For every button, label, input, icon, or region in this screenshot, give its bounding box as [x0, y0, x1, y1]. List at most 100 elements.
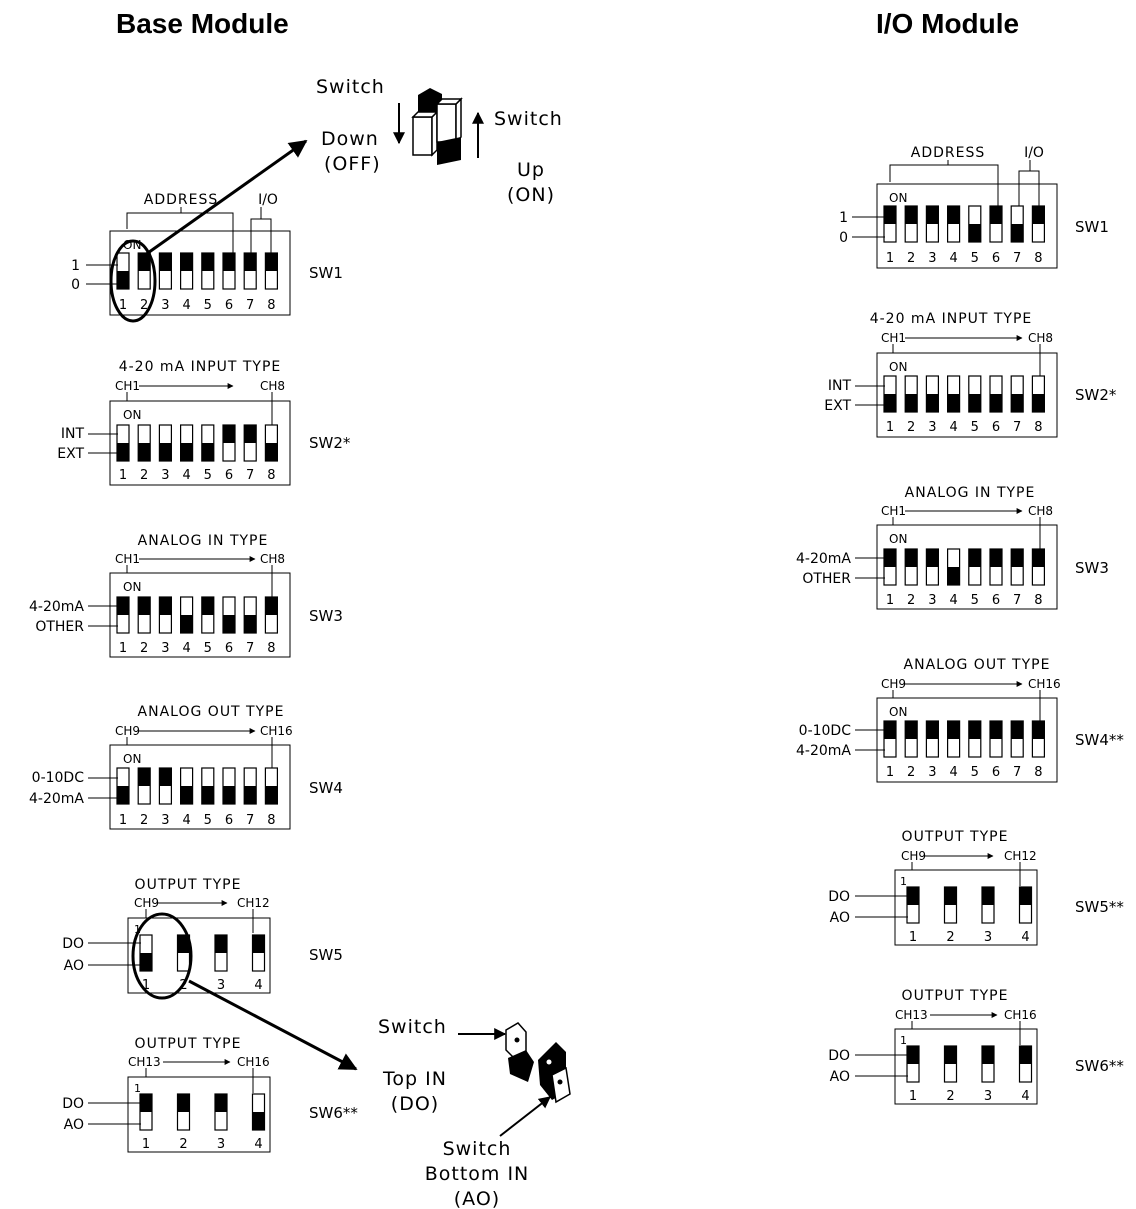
dip-switch-3-actuator	[926, 394, 939, 412]
position-number: 7	[1013, 765, 1021, 780]
position-number: 1	[119, 468, 127, 483]
dip-switch-2-actuator	[177, 935, 190, 953]
slide-switch-top-illustration	[505, 1022, 534, 1082]
ch12-label: CH12	[237, 896, 270, 910]
ch8-label: CH8	[1028, 331, 1053, 345]
position-number: 4	[949, 593, 957, 608]
dip-switch-2-actuator	[905, 394, 918, 412]
dip-switch-2-actuator	[138, 443, 151, 461]
dip-switch-3-actuator	[159, 253, 172, 271]
dip-switch-7-actuator	[244, 253, 257, 271]
dip-switch-5-actuator	[201, 253, 214, 271]
position-number: 8	[267, 813, 275, 828]
position-number: 3	[161, 298, 169, 313]
dip-housing	[876, 524, 1058, 610]
slide-detail: Switch Top IN (DO) Switch Bottom IN (AO)	[378, 1016, 571, 1209]
side-label-4-20ma: 4-20mA	[29, 599, 84, 615]
side-label-4-20ma: 4-20mA	[796, 551, 851, 567]
ch9-label: CH9	[901, 849, 926, 863]
input-type-label: 4-20 mA INPUT TYPE	[119, 359, 282, 375]
position-number: 3	[928, 420, 936, 435]
off-label: (OFF)	[324, 153, 381, 175]
dip-switch-1-actuator	[117, 271, 129, 289]
analog-out-label: ANALOG OUT TYPE	[904, 657, 1051, 673]
do-paren-label: (DO)	[391, 1093, 439, 1115]
dip-switch-4-actuator	[180, 253, 193, 271]
side-label-ao: AO	[830, 910, 850, 926]
position-1-label: 1	[900, 1034, 907, 1047]
dip-switch-5-actuator	[201, 443, 214, 461]
side-label-other: OTHER	[802, 571, 851, 587]
dip-switch-1-actuator	[140, 1094, 152, 1112]
position-number: 1	[886, 593, 894, 608]
on-label: ON	[889, 532, 907, 546]
dip-switch-4-actuator	[947, 721, 960, 739]
position-number: 3	[217, 1137, 225, 1152]
dip-switch-1-actuator	[907, 887, 919, 905]
position-number: 2	[140, 298, 148, 313]
ch16-label: CH16	[1004, 1008, 1037, 1022]
position-number: 2	[946, 930, 954, 945]
address-label: ADDRESS	[144, 192, 218, 208]
dip-switch-2-actuator	[944, 887, 957, 905]
position-number: 4	[182, 298, 190, 313]
switch-name: SW1	[309, 264, 343, 282]
position-number: 1	[119, 298, 127, 313]
position-number: 3	[928, 593, 936, 608]
position-number: 7	[1013, 593, 1021, 608]
side-label-ao: AO	[830, 1069, 850, 1085]
position-number: 4	[254, 978, 262, 993]
dip-switch-3-actuator	[982, 1046, 994, 1064]
dip-switch-6-actuator	[990, 206, 1002, 224]
position-1-label: 1	[134, 1082, 141, 1095]
position-number: 4	[949, 765, 957, 780]
dip-switch-3-actuator	[215, 935, 227, 953]
position-number: 4	[182, 813, 190, 828]
ch13-label: CH13	[895, 1008, 928, 1022]
dip-switch-6-actuator	[990, 721, 1002, 739]
position-number: 6	[992, 765, 1000, 780]
analog-in-label: ANALOG IN TYPE	[138, 533, 269, 549]
position-number: 5	[971, 420, 979, 435]
side-label-4-20ma: 4-20mA	[796, 743, 851, 759]
dip-switch-8-actuator	[265, 443, 278, 461]
position-number: 3	[984, 1089, 992, 1104]
dip-switch-4-actuator	[947, 567, 960, 585]
position-number: 6	[225, 468, 233, 483]
on-label: ON	[123, 580, 141, 594]
position-number: 8	[267, 298, 275, 313]
dip-switch-1-actuator	[884, 206, 896, 224]
position-number: 3	[928, 251, 936, 266]
callout-circle	[131, 912, 193, 1000]
dip-switch-1-actuator	[884, 549, 896, 567]
position-number: 1	[142, 1137, 150, 1152]
dip-switches	[139, 1093, 266, 1131]
dip-housing	[894, 1028, 1038, 1105]
side-label-int: INT	[61, 426, 85, 442]
ch9-label: CH9	[115, 724, 140, 738]
ch16-label: CH16	[237, 1055, 270, 1069]
position-number: 3	[928, 765, 936, 780]
switch-bottom-label: Switch	[443, 1138, 512, 1160]
side-label-4-20ma: 4-20mA	[29, 791, 84, 807]
position-number: 6	[225, 641, 233, 656]
dip-switch-6-actuator	[223, 615, 235, 633]
dip-switch-3-actuator	[159, 597, 172, 615]
switch-name: SW2*	[1075, 386, 1117, 404]
position-number: 4	[254, 1137, 262, 1152]
dip-switch-4-actuator	[180, 615, 193, 633]
address-bracket	[889, 164, 999, 206]
